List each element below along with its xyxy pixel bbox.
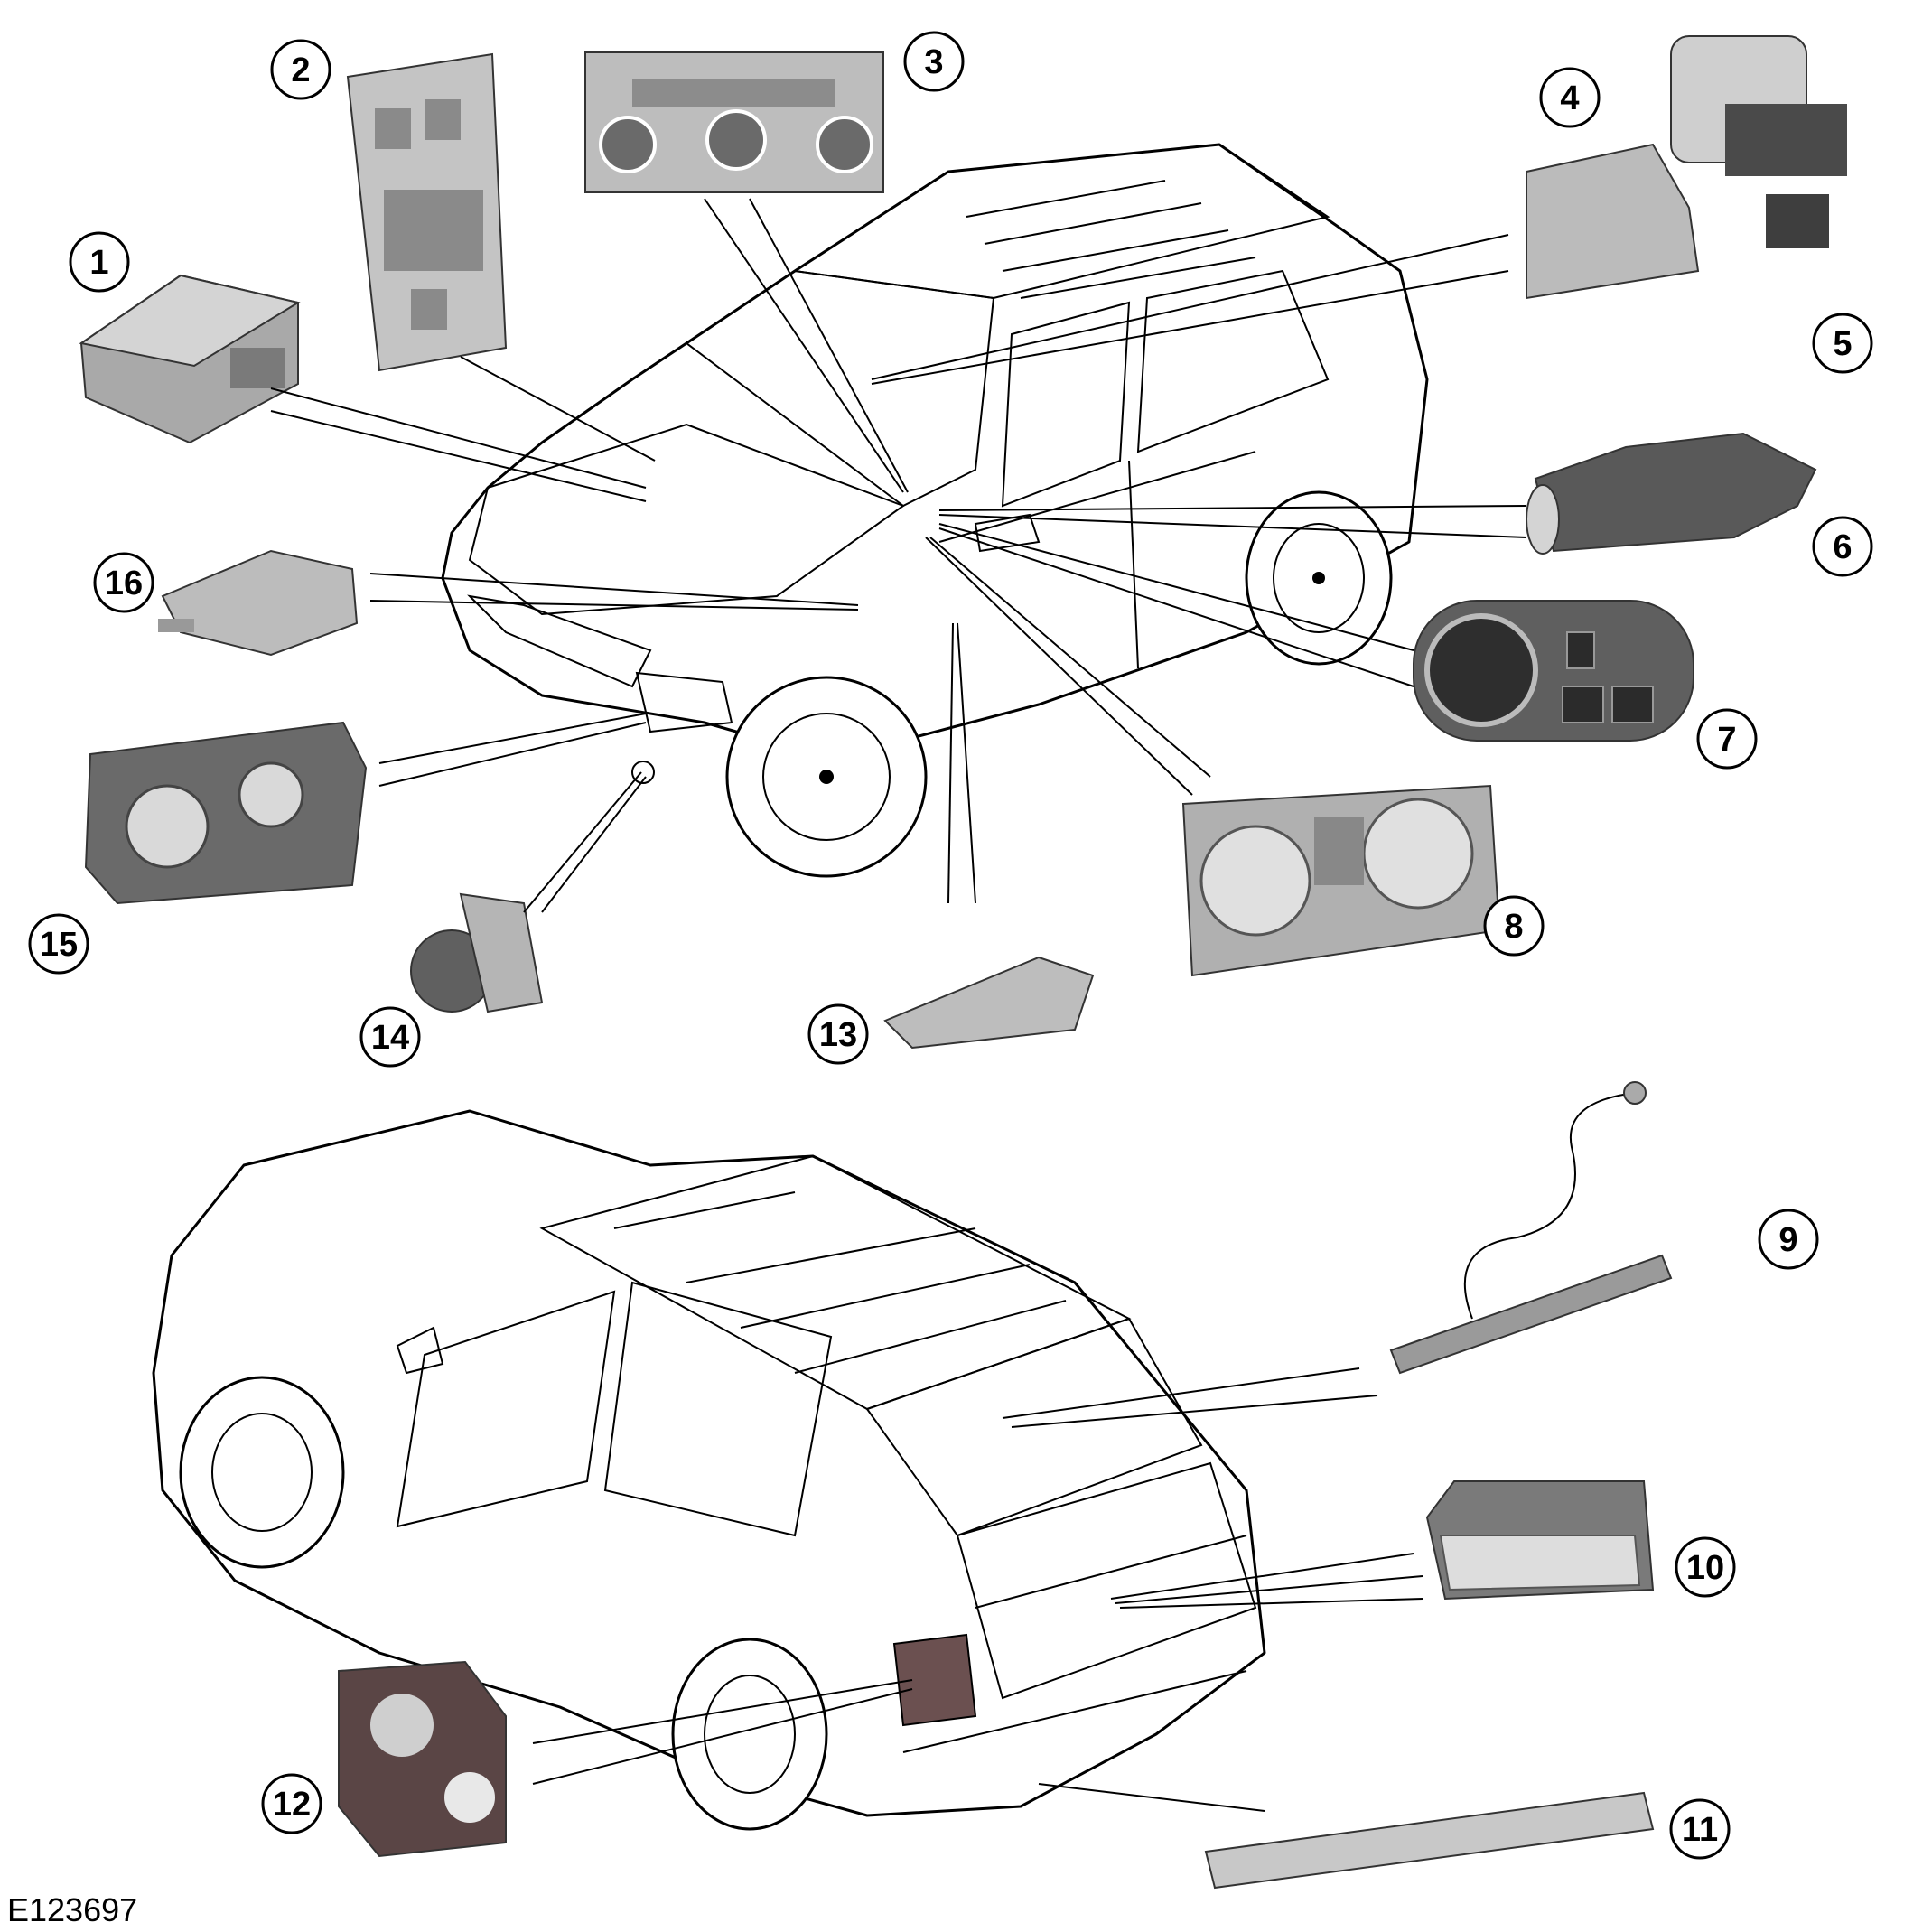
component-1-module — [79, 274, 301, 444]
component-16-brake-switch — [158, 549, 359, 657]
svg-text:5: 5 — [1833, 325, 1852, 363]
rear-vehicle-illustration — [152, 1109, 1266, 1831]
component-9-stop-lamp — [1389, 1081, 1673, 1375]
svg-text:15: 15 — [40, 926, 78, 964]
component-3-climate-panel — [584, 51, 884, 193]
callout-5: 5 — [1812, 313, 1873, 374]
component-14-fog-lamp — [410, 892, 544, 1013]
callout-13: 13 — [807, 1003, 869, 1065]
component-11-reflector — [1204, 1791, 1655, 1890]
svg-text:1: 1 — [89, 244, 108, 282]
component-12-rear-lamp — [338, 1660, 507, 1858]
component-4-5-mirror — [1526, 35, 1847, 300]
svg-text:12: 12 — [273, 1786, 311, 1824]
callout-2: 2 — [270, 39, 331, 100]
svg-text:16: 16 — [105, 565, 143, 602]
component-8-instrument-cluster — [1181, 784, 1501, 977]
svg-text:9: 9 — [1778, 1221, 1797, 1259]
svg-text:6: 6 — [1833, 528, 1852, 566]
front-vehicle-illustration — [441, 143, 1429, 878]
component-13-side-repeater — [883, 956, 1095, 1050]
callout-7: 7 — [1696, 708, 1758, 770]
svg-text:8: 8 — [1504, 908, 1523, 946]
svg-text:13: 13 — [819, 1016, 857, 1054]
callout-4: 4 — [1539, 67, 1601, 128]
callout-9: 9 — [1758, 1209, 1819, 1270]
svg-text:10: 10 — [1686, 1549, 1724, 1587]
callout-8: 8 — [1483, 895, 1545, 957]
svg-text:2: 2 — [291, 51, 310, 89]
component-6-stalk-switch — [1526, 432, 1817, 555]
leader-lines — [270, 198, 1527, 1812]
callout-1: 1 — [69, 231, 130, 293]
callout-3: 3 — [903, 31, 965, 92]
callout-6: 6 — [1812, 516, 1873, 577]
svg-text:11: 11 — [1682, 1811, 1718, 1849]
callout-10: 10 — [1675, 1536, 1736, 1598]
svg-text:7: 7 — [1717, 721, 1736, 759]
svg-text:3: 3 — [924, 43, 943, 81]
component-10-plate-lamp — [1425, 1480, 1655, 1601]
svg-text:14: 14 — [371, 1019, 409, 1057]
svg-text:4: 4 — [1560, 79, 1579, 117]
callout-15: 15 — [28, 913, 89, 975]
callout-16: 16 — [93, 552, 154, 613]
component-2-fusebox — [346, 52, 508, 372]
component-7-lighting-switch — [1413, 600, 1694, 742]
figure-id-label: E123697 — [7, 1891, 138, 1928]
callout-14: 14 — [359, 1006, 421, 1068]
callout-11: 11 — [1669, 1798, 1731, 1860]
callout-12: 12 — [261, 1773, 322, 1834]
component-15-headlamp — [84, 721, 368, 905]
